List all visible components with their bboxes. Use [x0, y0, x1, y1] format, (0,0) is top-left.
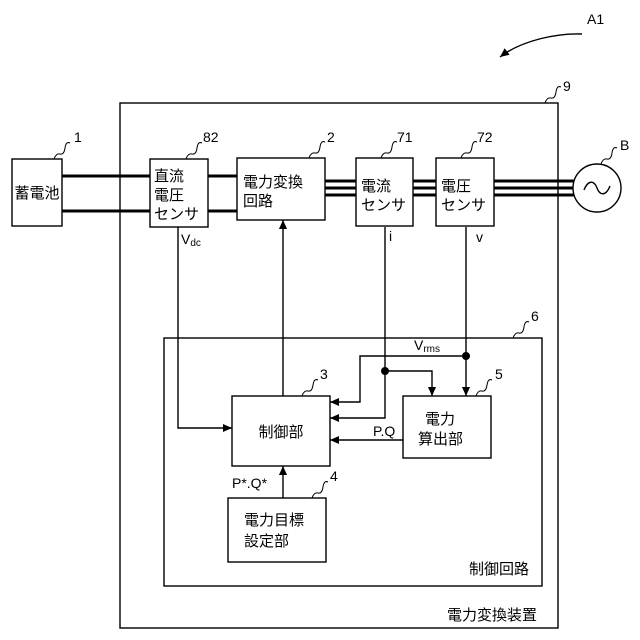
- current-sensor-label-line-1: 電流: [361, 177, 391, 195]
- voltage-sensor-label-line-2: センサ: [441, 196, 486, 214]
- battery-label: 蓄電池: [14, 184, 59, 202]
- device-ref-number: 9: [563, 78, 571, 94]
- battery-ref-number: 1: [74, 129, 82, 145]
- power-target-setting-ref-number: 4: [330, 468, 338, 484]
- figure-pointer-arrow: [500, 34, 582, 57]
- ac-power-source-leader-line: [601, 148, 617, 164]
- current-sensor-leader-line: [381, 142, 397, 158]
- vdc-signal-label-subscript: dc: [190, 238, 201, 249]
- voltage-sensor-ref-number: 72: [477, 129, 493, 145]
- power-conversion-circuit-label-line-1: 電力変換: [243, 173, 303, 191]
- power-calculation-ref-number: 5: [495, 366, 503, 382]
- current-signal-branch-to-power-calc: [385, 371, 432, 396]
- vrms-signal-label-subscript: rms: [423, 344, 440, 355]
- current-signal-label: i: [389, 228, 392, 244]
- current-sensor-label-line-2: センサ: [361, 196, 406, 214]
- power-conversion-circuit-ref-number: 2: [327, 129, 335, 145]
- figure-label: A1: [587, 11, 604, 27]
- power-calculation-label-line-2: 算出部: [418, 430, 463, 448]
- current-signal-line: [330, 227, 385, 418]
- control-circuit-leader-line: [513, 322, 529, 338]
- power-target-setting-label-line-1: 電力目標: [244, 511, 304, 529]
- device-title: 電力変換装置: [447, 606, 537, 624]
- controller-leader-line: [302, 380, 318, 396]
- vdc-signal-line: [178, 227, 232, 428]
- power-calculation-label-line-1: 電力: [425, 410, 455, 428]
- power-conversion-circuit-label-line-2: 回路: [243, 192, 273, 210]
- controller-ref-number: 3: [320, 366, 328, 382]
- voltage-sensor-label-line-1: 電圧: [441, 177, 471, 195]
- voltage-signal-label: v: [476, 229, 483, 245]
- pq-target-signal-label: P*.Q*: [232, 475, 268, 491]
- vrms-signal-label: Vrms: [414, 337, 440, 355]
- dc-voltage-sensor-ref-number: 82: [203, 129, 219, 145]
- current-sensor-ref-number: 71: [397, 129, 413, 145]
- control-circuit-title: 制御回路: [469, 560, 529, 578]
- controller-label: 制御部: [258, 423, 303, 441]
- vdc-signal-label: Vdc: [181, 231, 201, 249]
- ac-power-source-ref-label: B: [620, 137, 629, 153]
- device-leader-line: [545, 87, 561, 103]
- power-calculation-leader-line: [476, 380, 492, 396]
- dc-voltage-sensor-label-line-1: 直流: [154, 167, 184, 185]
- pq-signal-label: P.Q: [373, 423, 395, 439]
- power-conversion-circuit-leader-line: [309, 142, 325, 158]
- battery-leader-line: [54, 143, 70, 159]
- vrms-signal-line: [330, 356, 466, 402]
- power-target-setting-leader-line: [312, 482, 328, 498]
- voltage-sensor-leader-line: [461, 142, 477, 158]
- dc-voltage-sensor-label-line-3: センサ: [154, 205, 199, 223]
- power-target-setting-block: [228, 498, 326, 562]
- power-target-setting-label-line-2: 設定部: [244, 532, 289, 550]
- dc-voltage-sensor-label-line-2: 電圧: [154, 186, 184, 204]
- current-signal-junction-dot: [381, 367, 389, 375]
- control-circuit-ref-number: 6: [531, 308, 539, 324]
- dc-voltage-sensor-leader-line: [186, 143, 202, 159]
- control-circuit-frame: [164, 338, 542, 586]
- voltage-signal-junction-dot: [462, 352, 470, 360]
